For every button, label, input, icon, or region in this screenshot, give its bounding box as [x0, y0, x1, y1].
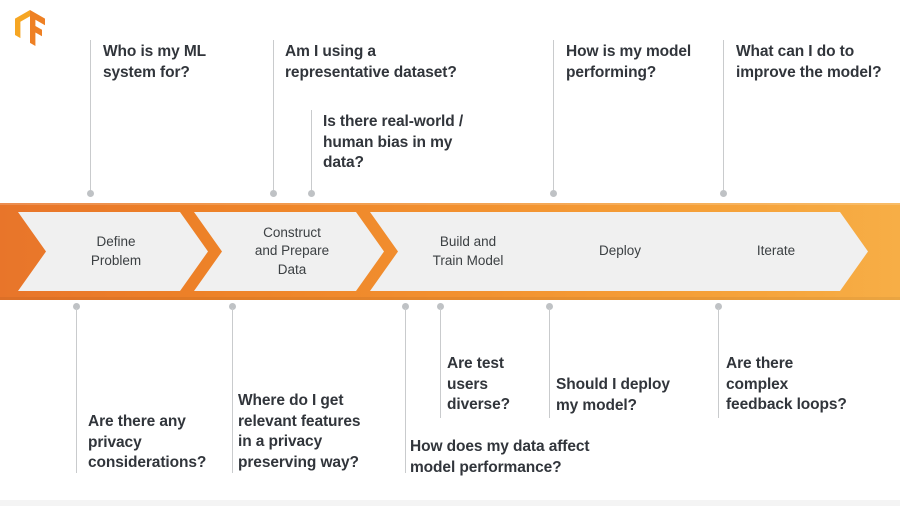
- connector-dot-below-6: [715, 303, 722, 310]
- footer-strip: [0, 500, 900, 506]
- connector-dot-below-3: [402, 303, 409, 310]
- question-label-relevant-features-privacy: Where do I get relevant features in a pr…: [238, 392, 361, 471]
- stage-label-define-problem: Define Problem: [90, 234, 142, 268]
- connector-line-above-2: [273, 40, 274, 193]
- question-label-real-world-human-bias: Is there real-world / human bias in my d…: [323, 113, 464, 172]
- stage-chevron-deploy[interactable]: Deploy: [522, 212, 712, 291]
- question-label-who-is-my-ml-system-for: Who is my ML system for?: [103, 43, 206, 81]
- stage-label-iterate: Iterate: [756, 243, 796, 259]
- stage-label-build-and-train-model: Build and Train Model: [432, 234, 504, 268]
- band-bottom-shadow: [0, 297, 900, 300]
- question-label-am-i-using-representative-dataset: Am I using a representative dataset?: [285, 43, 457, 81]
- stage-chevron-build-and-train-model[interactable]: Build and Train Model: [370, 212, 560, 291]
- stage-label-deploy: Deploy: [598, 243, 642, 259]
- connector-line-above-1: [90, 40, 91, 193]
- question-label-complex-feedback-loops: Are there complex feedback loops?: [726, 355, 847, 414]
- question-label-are-test-users-diverse: Are test users diverse?: [447, 355, 510, 414]
- stage-chevron-iterate[interactable]: Iterate: [678, 212, 868, 291]
- question-label-privacy-considerations: Are there any privacy considerations?: [88, 413, 207, 472]
- stage-chevron-define-problem[interactable]: Define Problem: [18, 212, 208, 291]
- connector-dot-above-2: [270, 190, 277, 197]
- connector-dot-above-4: [550, 190, 557, 197]
- band-top-highlight: [0, 203, 900, 205]
- connector-line-above-5: [723, 40, 724, 193]
- stage-label-construct-and-prepare-data: Construct and Prepare Data: [254, 225, 330, 277]
- connector-dot-above-5: [720, 190, 727, 197]
- connector-line-below-1: [76, 308, 77, 473]
- connector-dot-below-1: [73, 303, 80, 310]
- connector-line-above-4: [553, 40, 554, 193]
- connector-dot-below-2: [229, 303, 236, 310]
- connector-line-below-4: [440, 308, 441, 418]
- connector-line-below-6: [718, 308, 719, 418]
- connector-dot-above-1: [87, 190, 94, 197]
- connector-line-above-3: [311, 110, 312, 193]
- question-label-how-is-my-model-performing: How is my model performing?: [566, 43, 692, 81]
- connector-line-below-5: [549, 308, 550, 418]
- question-label-what-can-i-do-to-improve: What can I do to improve the model?: [736, 43, 882, 81]
- question-label-should-i-deploy-my-model: Should I deploy my model?: [556, 376, 670, 414]
- connector-dot-below-4: [437, 303, 444, 310]
- process-band: Define Problem Construct and Prepare Dat…: [0, 203, 900, 300]
- connector-dot-above-3: [308, 190, 315, 197]
- connector-line-below-2: [232, 308, 233, 473]
- stage-chevron-construct-and-prepare-data[interactable]: Construct and Prepare Data: [194, 212, 384, 291]
- connector-line-below-3: [405, 308, 406, 473]
- question-label-data-affect-model-performance: How does my data affect model performanc…: [410, 438, 590, 476]
- tensorflow-logo: [12, 8, 48, 48]
- connector-dot-below-5: [546, 303, 553, 310]
